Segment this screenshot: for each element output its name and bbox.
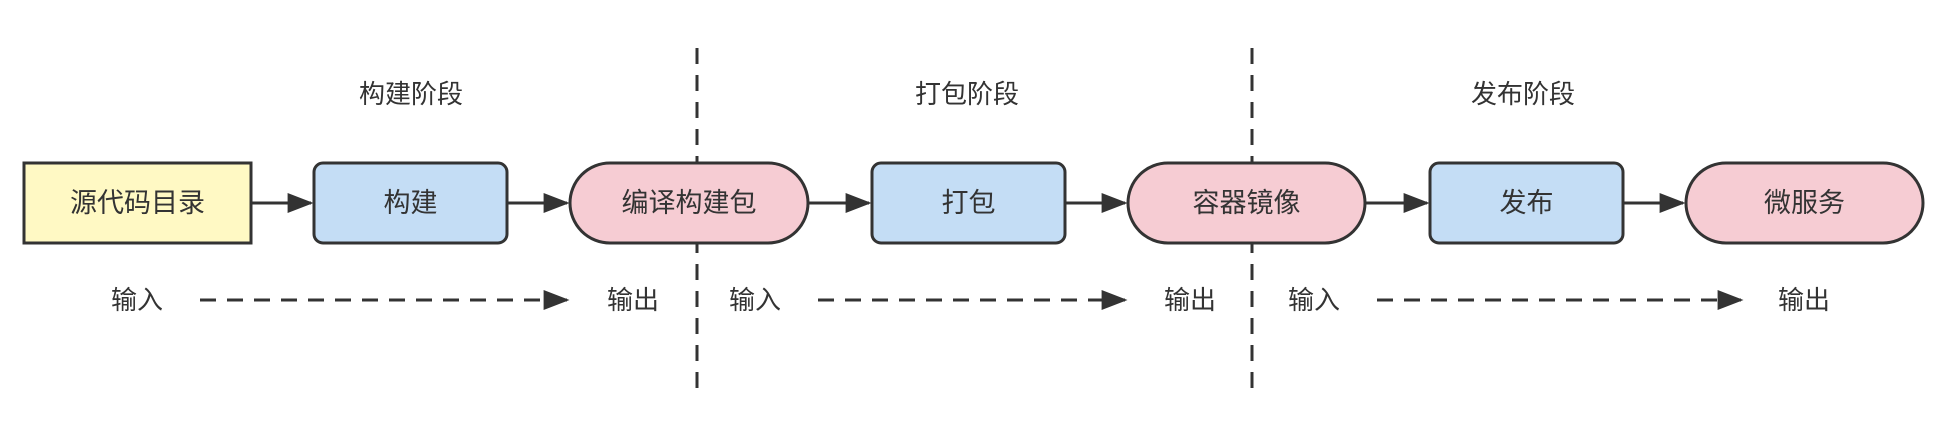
io-output-label: 输出 xyxy=(607,286,659,316)
node-package-box xyxy=(870,161,1067,245)
io-input-label: 输入 xyxy=(729,286,781,316)
node-package: 打包 xyxy=(870,161,1067,245)
node-container-image: 容器镜像 xyxy=(1126,161,1367,245)
node-source-box xyxy=(22,161,253,245)
node-release-label: 发布 xyxy=(1500,188,1554,219)
io-output-label: 输出 xyxy=(1778,286,1830,316)
node-release: 发布 xyxy=(1428,161,1625,245)
io-input-label: 输入 xyxy=(1288,286,1340,316)
node-source-label: 源代码目录 xyxy=(70,188,205,219)
node-microservice-box xyxy=(1684,161,1925,245)
node-compiled-package: 编译构建包 xyxy=(568,161,810,245)
stage-label-package: 打包阶段 xyxy=(915,80,1019,110)
node-compiled-package-label: 编译构建包 xyxy=(622,188,757,219)
io-row-package: 输入 输出 xyxy=(729,286,1216,316)
node-build-label: 构建 xyxy=(384,188,438,219)
node-release-box xyxy=(1428,161,1625,245)
node-source: 源代码目录 xyxy=(22,161,253,245)
io-output-label: 输出 xyxy=(1164,286,1216,316)
node-build-box xyxy=(312,161,509,245)
node-container-image-box xyxy=(1126,161,1367,245)
node-package-label: 打包 xyxy=(942,188,996,219)
node-build: 构建 xyxy=(312,161,509,245)
stage-label-build: 构建阶段 xyxy=(359,80,463,110)
node-microservice-label: 微服务 xyxy=(1764,188,1845,219)
node-container-image-label: 容器镜像 xyxy=(1193,188,1301,219)
io-row-build: 输入 输出 xyxy=(111,286,659,316)
stage-label-release: 发布阶段 xyxy=(1471,80,1575,110)
node-compiled-package-box xyxy=(568,161,810,245)
node-microservice: 微服务 xyxy=(1684,161,1925,245)
io-row-release: 输入 输出 xyxy=(1288,286,1830,316)
io-input-label: 输入 xyxy=(111,286,163,316)
